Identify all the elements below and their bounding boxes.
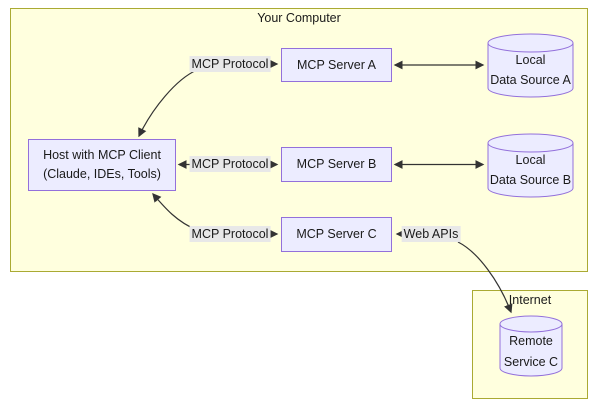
cluster-internet: Internet [472,290,588,399]
cylinder-local-data-source-b [487,133,574,198]
local-data-source-b-line2: Data Source B [489,173,572,187]
edge-host-to-server-c [152,192,198,231]
remote-service-c-line1: Remote [509,334,553,348]
local-data-source-a-line1: Local [515,53,546,67]
cluster-your-computer-label: Your Computer [257,11,341,25]
node-mcp-server-a-label: MCP Server A [297,57,376,72]
remote-service-c-line2: Service C [503,355,559,369]
node-host-label-line2: (Claude, IDEs, Tools) [43,167,161,181]
cluster-internet-label: Internet [508,293,552,307]
node-remote-service-c-label: Remote Service C [500,328,562,376]
edge-label-mcp-protocol-a: MCP Protocol [189,56,271,72]
node-local-data-source-a-label: Local Data Source A [488,46,573,94]
node-mcp-server-a: MCP Server A [281,48,392,82]
edge-label-mcp-protocol-b: MCP Protocol [189,156,271,172]
local-data-source-b-line1: Local [515,153,546,167]
node-local-data-source-b-label: Local Data Source B [488,146,573,194]
cylinder-local-data-source-a [487,33,574,98]
local-data-source-a-line2: Data Source A [490,73,571,87]
cylinder-remote-service-c [499,315,563,377]
node-mcp-server-b-label: MCP Server B [296,157,377,171]
node-mcp-server-b: MCP Server B [281,147,392,182]
node-mcp-server-c: MCP Server C [281,217,392,252]
edge-label-mcp-protocol-c: MCP Protocol [189,226,271,242]
edge-host-to-server-a [138,69,198,138]
node-host-with-mcp-client: Host with MCP Client (Claude, IDEs, Tool… [28,139,176,191]
edge-webapis-to-remote-c [457,241,513,314]
node-host-label-line1: Host with MCP Client [43,148,161,162]
node-mcp-server-c-label: MCP Server C [296,227,377,241]
edge-label-web-apis: Web APIs [401,226,461,242]
